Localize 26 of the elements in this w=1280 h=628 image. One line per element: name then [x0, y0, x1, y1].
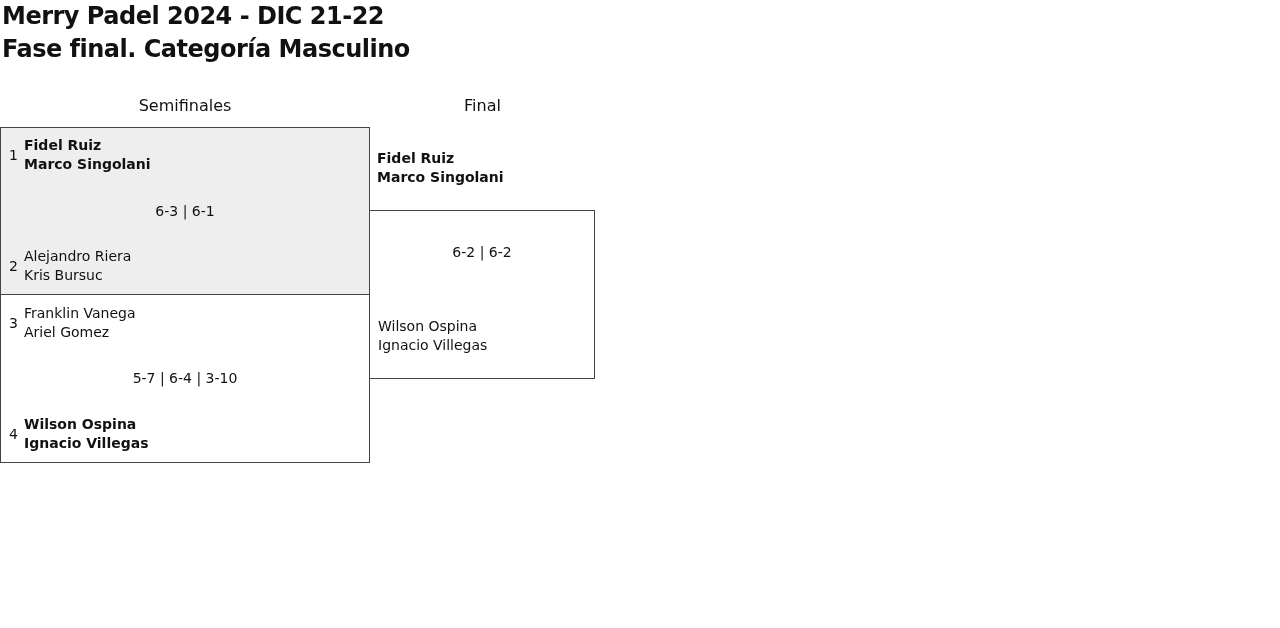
score: 5-7 | 6-4 | 3-10 [131, 370, 239, 386]
player-name: Wilson Ospina [24, 415, 138, 434]
title: Merry Padel 2024 - DIC 21-22 [2, 2, 385, 30]
match-box [369, 210, 595, 379]
player-name: Wilson Ospina [378, 317, 479, 336]
subtitle: Fase final. Categoría Masculino [2, 35, 410, 63]
column-heading: Semifinales [137, 96, 233, 115]
player-name: Ignacio Villegas [378, 336, 488, 355]
match-box [0, 294, 370, 463]
player-name: Marco Singolani [24, 155, 151, 174]
player-name: Kris Bursuc [24, 266, 104, 285]
player-name: Fidel Ruiz [24, 136, 103, 155]
player-name: Franklin Vanega [24, 304, 136, 323]
seed-number: 4 [9, 425, 18, 444]
column-heading: Final [463, 96, 502, 115]
score: 6-3 | 6-1 [154, 203, 216, 219]
seed-number: 2 [9, 257, 18, 276]
player-name: Marco Singolani [377, 168, 504, 187]
seed-number: 3 [9, 314, 18, 333]
match-box [0, 127, 370, 295]
player-name: Ignacio Villegas [24, 434, 149, 453]
player-name: Fidel Ruiz [377, 149, 456, 168]
player-name: Alejandro Riera [24, 247, 132, 266]
score: 6-2 | 6-2 [451, 244, 513, 260]
player-name: Ariel Gomez [24, 323, 111, 342]
seed-number: 1 [9, 146, 18, 165]
